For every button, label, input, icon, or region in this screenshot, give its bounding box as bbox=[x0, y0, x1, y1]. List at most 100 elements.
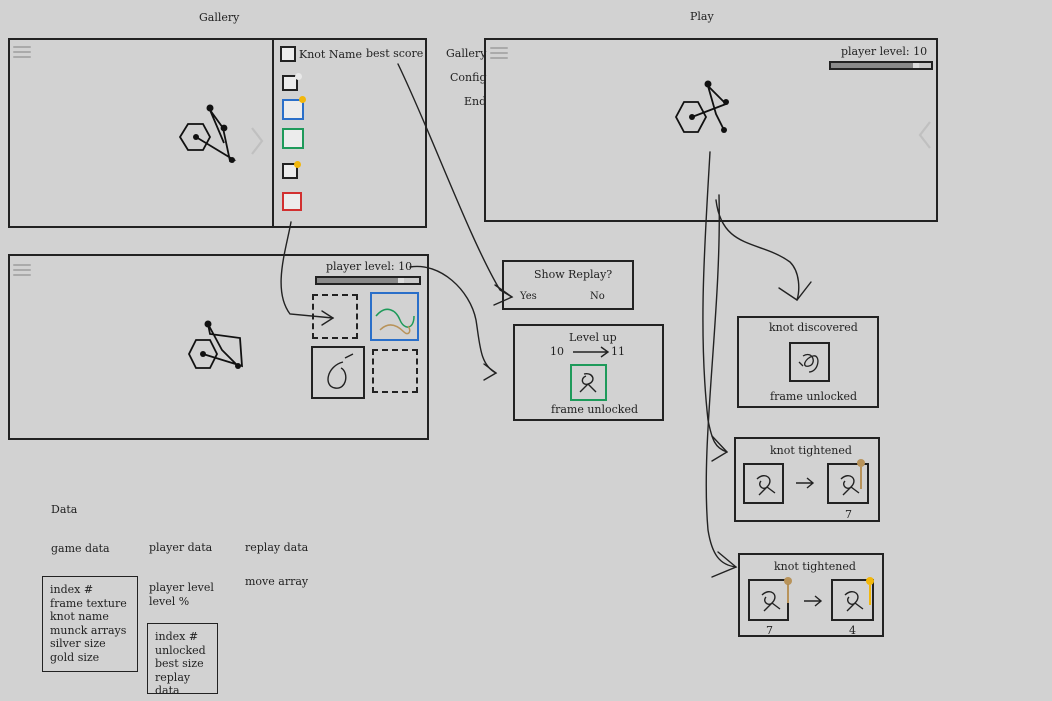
play-menu-config[interactable]: Config bbox=[450, 71, 487, 84]
show-replay-dialog: Show Replay? Yes No bbox=[502, 260, 634, 310]
list-knot-thumb-1[interactable] bbox=[282, 75, 298, 91]
knot-icon bbox=[840, 475, 860, 496]
tightened-score-from: 7 bbox=[766, 624, 773, 637]
player-level-bar bbox=[829, 61, 933, 70]
play-title: Play bbox=[690, 10, 714, 23]
empty-frame-slot[interactable] bbox=[372, 349, 418, 393]
level-up-caption: frame unlocked bbox=[551, 403, 639, 416]
level-knob bbox=[913, 63, 919, 68]
player-level-fill bbox=[317, 278, 404, 283]
field: munck arrays bbox=[50, 623, 127, 637]
knot-tightened-dialog: knot tightened 7 bbox=[734, 437, 880, 522]
chevron-right-icon[interactable] bbox=[250, 126, 264, 156]
replay-data-header: replay data bbox=[245, 541, 309, 554]
knot-icon bbox=[798, 353, 819, 373]
no-button[interactable]: No bbox=[590, 291, 605, 302]
field: index # bbox=[155, 630, 199, 643]
list-knot-thumb-5[interactable] bbox=[282, 192, 302, 211]
gallery-screen bbox=[8, 38, 427, 228]
field: frame texture bbox=[50, 596, 127, 610]
after-frame bbox=[831, 577, 874, 621]
knot-icon bbox=[579, 373, 597, 393]
field: best size bbox=[155, 657, 204, 670]
knot-preview-icon bbox=[674, 80, 729, 133]
tightened-score-to: 4 bbox=[849, 624, 856, 637]
player-data-header: player data bbox=[149, 541, 213, 554]
player-level-fill bbox=[831, 63, 919, 68]
list-header-name: Knot Name bbox=[299, 48, 362, 61]
knot-preview-icon bbox=[187, 320, 243, 369]
menu-icon[interactable] bbox=[13, 262, 31, 276]
medal-ribbon bbox=[787, 585, 789, 603]
menu-icon[interactable] bbox=[13, 44, 31, 58]
player-level-bar bbox=[315, 276, 421, 285]
medal-ribbon bbox=[869, 585, 871, 605]
gold-medal-icon bbox=[866, 577, 874, 585]
knot-path-icon bbox=[375, 308, 415, 335]
knot-discovered-title: knot discovered bbox=[769, 321, 858, 334]
field: replay data bbox=[155, 670, 191, 698]
field: player level bbox=[149, 581, 214, 594]
list-knot-thumb-3[interactable] bbox=[282, 128, 304, 149]
list-header-score: best score bbox=[366, 47, 424, 60]
before-frame bbox=[743, 463, 784, 504]
gold-medal-icon bbox=[294, 161, 301, 168]
bronze-medal-icon bbox=[857, 459, 865, 467]
before-frame bbox=[748, 577, 792, 621]
arrow-right-icon bbox=[796, 477, 815, 489]
knot-tightened-title: knot tightened bbox=[770, 444, 852, 457]
knot-tightened-title: knot tightened bbox=[774, 560, 856, 573]
game-data-fields: index # frame texture knot name munck ar… bbox=[42, 576, 138, 672]
list-knot-thumb-2[interactable] bbox=[282, 99, 304, 120]
knot-icon bbox=[327, 353, 354, 389]
unlocked-frame bbox=[570, 364, 607, 401]
arrow-right-icon bbox=[804, 595, 823, 607]
player-level-label: player level: 10 bbox=[326, 260, 413, 273]
knot-icon bbox=[761, 591, 781, 612]
tightened-score: 7 bbox=[845, 508, 852, 521]
field: level % bbox=[149, 594, 190, 608]
frame-selection-screen: player level: 10 bbox=[8, 254, 429, 440]
field: gold size bbox=[50, 650, 100, 664]
play-menu-end[interactable]: End bbox=[464, 95, 487, 108]
knot-discovered-caption: frame unlocked bbox=[770, 390, 858, 403]
level-from: 10 bbox=[550, 345, 564, 358]
player-knot-fields: index # unlocked best size replay data bbox=[147, 623, 218, 697]
menu-icon[interactable] bbox=[490, 45, 508, 59]
field: unlocked bbox=[155, 643, 206, 657]
gold-medal-icon bbox=[299, 96, 306, 103]
field: move array bbox=[245, 575, 309, 588]
knot-icon bbox=[844, 591, 864, 612]
level-up-dialog: Level up 10 11 frame unlocked bbox=[513, 324, 664, 421]
knot-tightened-dialog: knot tightened 7 4 bbox=[738, 553, 884, 637]
yes-button[interactable]: Yes bbox=[520, 291, 537, 302]
knot-icon bbox=[756, 475, 776, 496]
chevron-left-icon[interactable] bbox=[918, 120, 932, 150]
level-knob bbox=[397, 278, 404, 283]
empty-frame-slot[interactable] bbox=[312, 294, 358, 339]
player-level-label: player level: 10 bbox=[841, 45, 928, 58]
arrow-right-icon bbox=[573, 346, 610, 358]
knot-discovered-dialog: knot discovered frame unlocked bbox=[737, 316, 879, 408]
field: knot name bbox=[50, 610, 109, 623]
level-up-title: Level up bbox=[569, 331, 617, 344]
field: index # bbox=[50, 583, 94, 596]
play-screen: player level: 10 bbox=[484, 38, 938, 222]
medal-ribbon bbox=[860, 467, 862, 489]
frame-slot-filled[interactable] bbox=[311, 346, 365, 399]
discovered-frame bbox=[789, 342, 830, 382]
player-data-fields: player level level % bbox=[149, 581, 214, 608]
after-frame bbox=[827, 459, 869, 504]
replay-data-fields: move array bbox=[245, 576, 308, 587]
list-knot-thumb-4[interactable] bbox=[282, 163, 298, 179]
frame-slot-blue[interactable] bbox=[370, 292, 419, 341]
show-replay-title: Show Replay? bbox=[534, 268, 613, 281]
list-divider bbox=[272, 40, 274, 226]
play-menu-gallery[interactable]: Gallery bbox=[446, 47, 487, 60]
list-knot-thumb-0[interactable] bbox=[280, 46, 296, 62]
level-to: 11 bbox=[611, 345, 625, 358]
knot-preview-icon bbox=[178, 104, 237, 163]
field: silver size bbox=[50, 637, 106, 650]
game-data-header: game data bbox=[51, 542, 110, 555]
bronze-medal-icon bbox=[784, 577, 792, 585]
